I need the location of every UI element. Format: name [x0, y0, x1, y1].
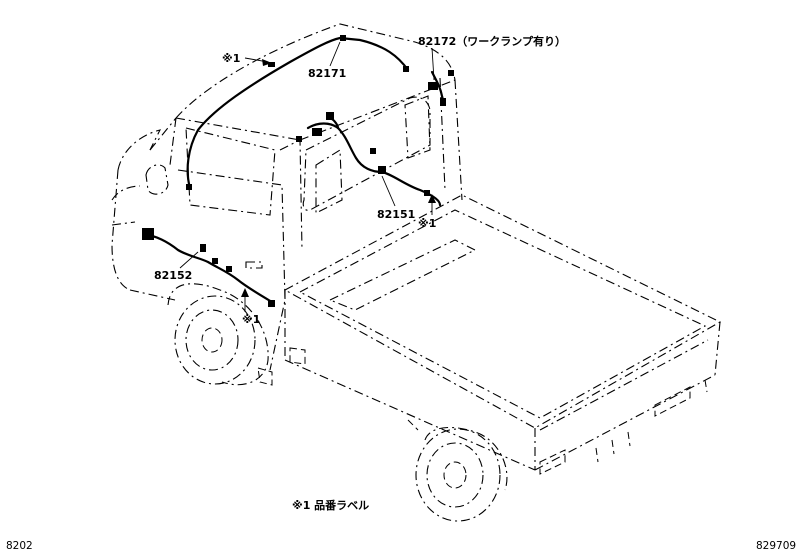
- cab-outline: [111, 23, 463, 371]
- harness-82151: [296, 112, 442, 207]
- footer-right-code: 829709: [756, 540, 797, 552]
- legend-note: ※1 品番ラベル: [292, 499, 370, 512]
- part-label-82152[interactable]: 82152: [154, 269, 193, 282]
- harness-82171: [186, 35, 410, 190]
- note-mark-cab-right: ※1: [418, 217, 437, 230]
- side-mirror: [145, 164, 169, 195]
- harness-82152: [142, 228, 275, 307]
- leader-lines: [179, 41, 436, 312]
- part-label-82172[interactable]: 82172（ワークランプ有り）: [418, 35, 566, 48]
- wheels: [167, 283, 508, 522]
- note-mark-top: ※1: [222, 52, 241, 65]
- part-label-82171[interactable]: 82171: [308, 67, 347, 80]
- harness-82172: [428, 70, 454, 106]
- footer-left-code: 8202: [6, 540, 33, 552]
- part-label-82151[interactable]: 82151: [377, 208, 416, 221]
- bed-outline: [283, 194, 722, 475]
- note-mark-cab-left: ※1: [242, 313, 261, 326]
